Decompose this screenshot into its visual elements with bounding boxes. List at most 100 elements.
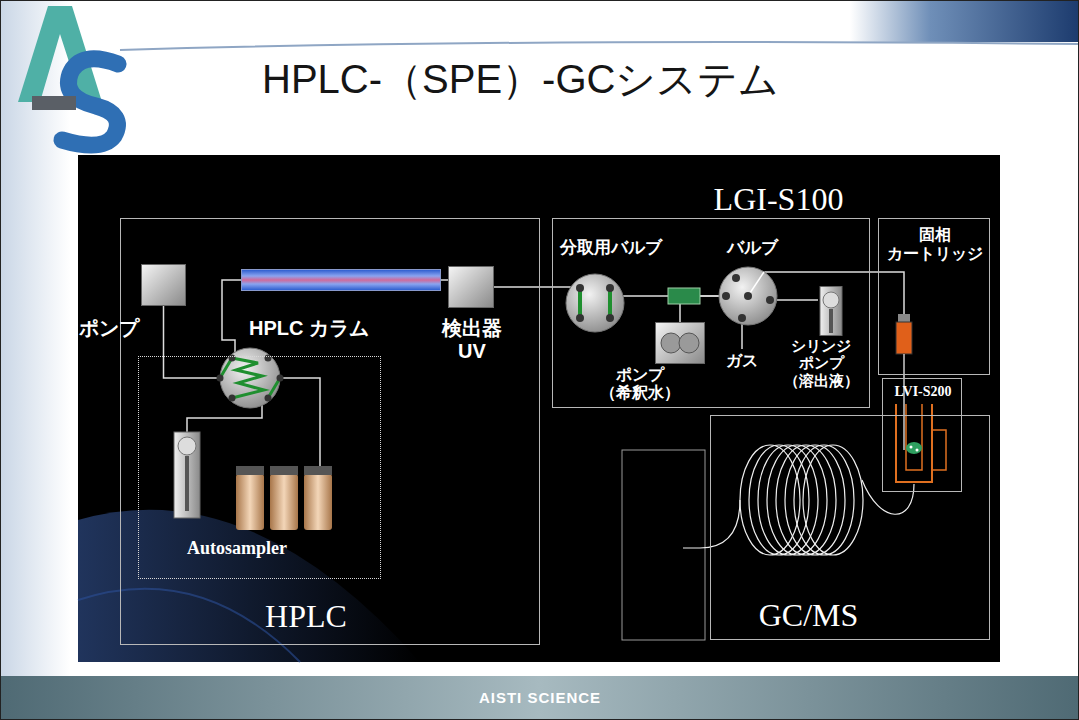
autosampler: Autosampler xyxy=(138,356,381,579)
hplc-column: HPLC カラム xyxy=(241,264,441,344)
node-label: ポンプ （希釈水） xyxy=(595,366,685,403)
slide-title: HPLC-（SPE）-GCシステム xyxy=(262,56,962,102)
switching-valve-shape-part-part xyxy=(766,296,774,304)
switching-valve: バルブ xyxy=(712,238,792,328)
node-label: Autosampler xyxy=(187,538,347,559)
fraction-valve-shape-part-part xyxy=(566,274,624,332)
gc-ms-unit: GC/MS xyxy=(710,415,990,640)
switching-valve-shape-part-part xyxy=(719,267,777,325)
injection-valve-part xyxy=(280,378,320,466)
injector-liner-part xyxy=(906,442,922,454)
fraction-valve-shape-part-part xyxy=(606,314,614,322)
sample-vials-part xyxy=(270,474,298,530)
injection-valve-part xyxy=(277,375,284,382)
node-label: LVI-S200 xyxy=(884,384,962,400)
spe-cartridge-part xyxy=(903,354,905,375)
switching-valve-shape-part-part xyxy=(732,274,740,282)
dilution-pump: ポンプ （希釈水） xyxy=(595,322,707,406)
dilution-pump-shape-part-part xyxy=(679,333,699,353)
ms-detector-box-part xyxy=(622,450,705,640)
injection-valve-part xyxy=(232,358,264,398)
pipe-line xyxy=(441,279,448,281)
syringe-pump: シリンジ ポンプ （溶出液） xyxy=(778,286,864,394)
footer-brand: AISTI SCIENCE xyxy=(420,689,660,706)
uv-detector: 検出器 UV xyxy=(436,264,511,369)
dilution-pump-shape-part xyxy=(656,323,704,363)
spe-cartridge-part xyxy=(898,314,910,322)
gc-column-coil-part xyxy=(683,500,740,548)
spe-cartridge-part xyxy=(896,322,912,354)
sample-vials-part xyxy=(236,466,264,475)
slide-background-part xyxy=(78,510,420,662)
switching-valve-shape-part-part xyxy=(722,292,730,300)
sampler-syringe-part xyxy=(178,437,196,455)
sampler-syringe xyxy=(174,432,200,518)
sample-vials-part xyxy=(270,466,298,475)
injector-liner-part xyxy=(910,446,913,449)
node-label: HPLC カラム xyxy=(249,317,439,340)
sample-vials-part xyxy=(304,474,332,530)
dilution-pump-shape-part-part xyxy=(661,333,681,353)
node-label: LGI-S100 xyxy=(687,181,870,218)
syringe-pump-shape-part xyxy=(818,286,844,336)
fraction-valve-shape-part-part xyxy=(576,314,584,322)
hplc-column-shape xyxy=(241,269,441,291)
pipe-line xyxy=(764,271,878,273)
injection-valve-part xyxy=(220,348,280,408)
sample-vials-part xyxy=(304,466,332,475)
lgi-s100-unit: LGI-S100 分取用バルブ バルブポンプ （希釈水） シリンジ ポンプ （溶出液） xyxy=(552,180,870,408)
gc-column-coil-part xyxy=(862,480,914,514)
sample-vials xyxy=(236,466,332,530)
switching-valve-shape-part-part xyxy=(748,272,764,296)
switching-valve-shape-part-part xyxy=(744,292,752,300)
ms-detector-box xyxy=(622,450,705,640)
fraction-valve-shape-part-part xyxy=(578,288,582,318)
injection-valve-part xyxy=(265,395,272,402)
uv-detector-shape xyxy=(448,266,494,308)
switching-valve-shape xyxy=(718,266,778,326)
injection-valve-part xyxy=(217,375,224,382)
pump-shape xyxy=(141,264,186,306)
hplc-unit: HPLCポンプHPLC カラム検出器 UVAutosampler xyxy=(120,218,540,645)
slide-background-part xyxy=(0,676,1079,720)
dilution-pump-shape xyxy=(655,322,705,364)
spe-cartridge-part xyxy=(878,272,904,314)
syringe-pump-shape-part-part xyxy=(823,292,839,308)
pipe-line xyxy=(494,286,571,288)
fraction-valve-shape-part-part xyxy=(608,288,612,318)
syringe-pump-shape xyxy=(818,286,844,336)
fraction-valve: 分取用バルブ xyxy=(560,238,670,335)
node-label: シリンジ ポンプ （溶出液） xyxy=(778,337,864,389)
sample-vials-part xyxy=(236,474,264,530)
slide-background-part xyxy=(78,155,1000,662)
fraction-valve-shape-part-part xyxy=(606,284,614,292)
sampler-syringe-part xyxy=(174,432,200,518)
node-label: 検出器 UV xyxy=(436,317,508,363)
injection-valve xyxy=(187,348,320,466)
gc-column-coil xyxy=(683,445,914,555)
injection-valve-part xyxy=(229,395,236,402)
node-label: ポンプ xyxy=(79,317,145,340)
spe-cartridge-unit: 固相 カートリッジ xyxy=(878,218,990,375)
node-label: 固相 カートリッジ xyxy=(883,225,987,263)
slide-background-part xyxy=(120,42,1079,50)
syringe-pump-shape-part-part xyxy=(820,287,842,336)
injection-valve-part xyxy=(187,405,262,432)
mixing-tee xyxy=(668,288,700,304)
slide-background-part xyxy=(850,0,1079,42)
fraction-valve-shape-part xyxy=(565,273,625,333)
lvi-s200-injector: LVI-S200 xyxy=(882,378,962,492)
fraction-valve-shape-part-part xyxy=(576,284,584,292)
mixing-tee-part xyxy=(668,288,700,304)
pipe-line xyxy=(777,299,818,301)
node-label: バルブ xyxy=(712,238,792,258)
syringe-pump-shape-part-part xyxy=(829,309,833,333)
port-label: ガス xyxy=(726,352,770,370)
sampler-syringe-part xyxy=(185,456,189,511)
switching-valve-shape-part-part xyxy=(738,314,746,322)
injector-liner-part xyxy=(916,449,919,452)
